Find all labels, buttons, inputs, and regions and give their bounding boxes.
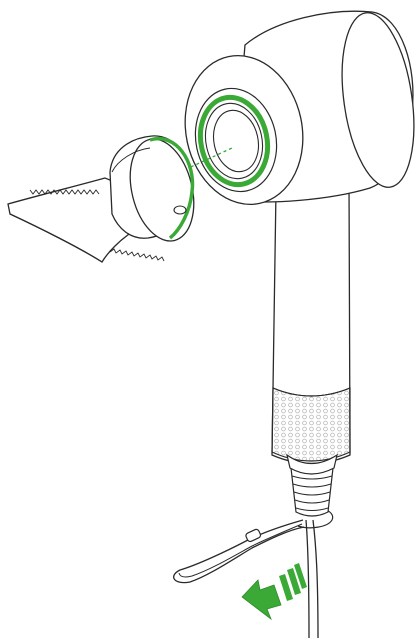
hair-dryer-icon bbox=[172, 8, 417, 516]
power-cord-icon bbox=[306, 520, 318, 638]
pull-direction-arrow-icon bbox=[242, 563, 307, 619]
styling-nozzle-icon bbox=[8, 132, 204, 262]
